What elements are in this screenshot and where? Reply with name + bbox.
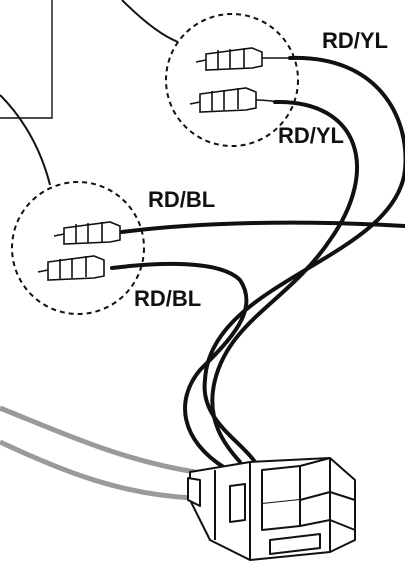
detail-circle-top	[165, 13, 299, 147]
wire-rd-bl-lower	[110, 261, 249, 470]
gray-wire-lower	[0, 439, 196, 501]
panel-outline	[0, 0, 53, 119]
wire-rd-yl-upper	[202, 55, 405, 464]
terminal-top-1	[195, 47, 292, 71]
label-rd-yl-mid: RD/YL	[278, 123, 344, 148]
connector-housing	[187, 457, 356, 561]
label-rd-yl-top: RD/YL	[322, 28, 388, 53]
leader-line-top	[121, 0, 179, 43]
detail-circle-left	[11, 181, 145, 315]
wire-rd-yl-lower	[210, 99, 359, 464]
terminal-left-2	[37, 255, 105, 281]
wire-rd-bl-upper	[120, 220, 405, 234]
black-wires	[110, 55, 405, 470]
reference-panel	[0, 0, 53, 119]
gray-wire-upper	[0, 405, 196, 475]
terminal-top-2	[189, 87, 279, 113]
terminal-left-1	[53, 221, 121, 245]
label-rd-bl-upper: RD/BL	[148, 187, 215, 212]
gray-wires	[0, 405, 196, 501]
label-rd-bl-lower: RD/BL	[134, 286, 201, 311]
leader-line-left	[0, 94, 51, 186]
